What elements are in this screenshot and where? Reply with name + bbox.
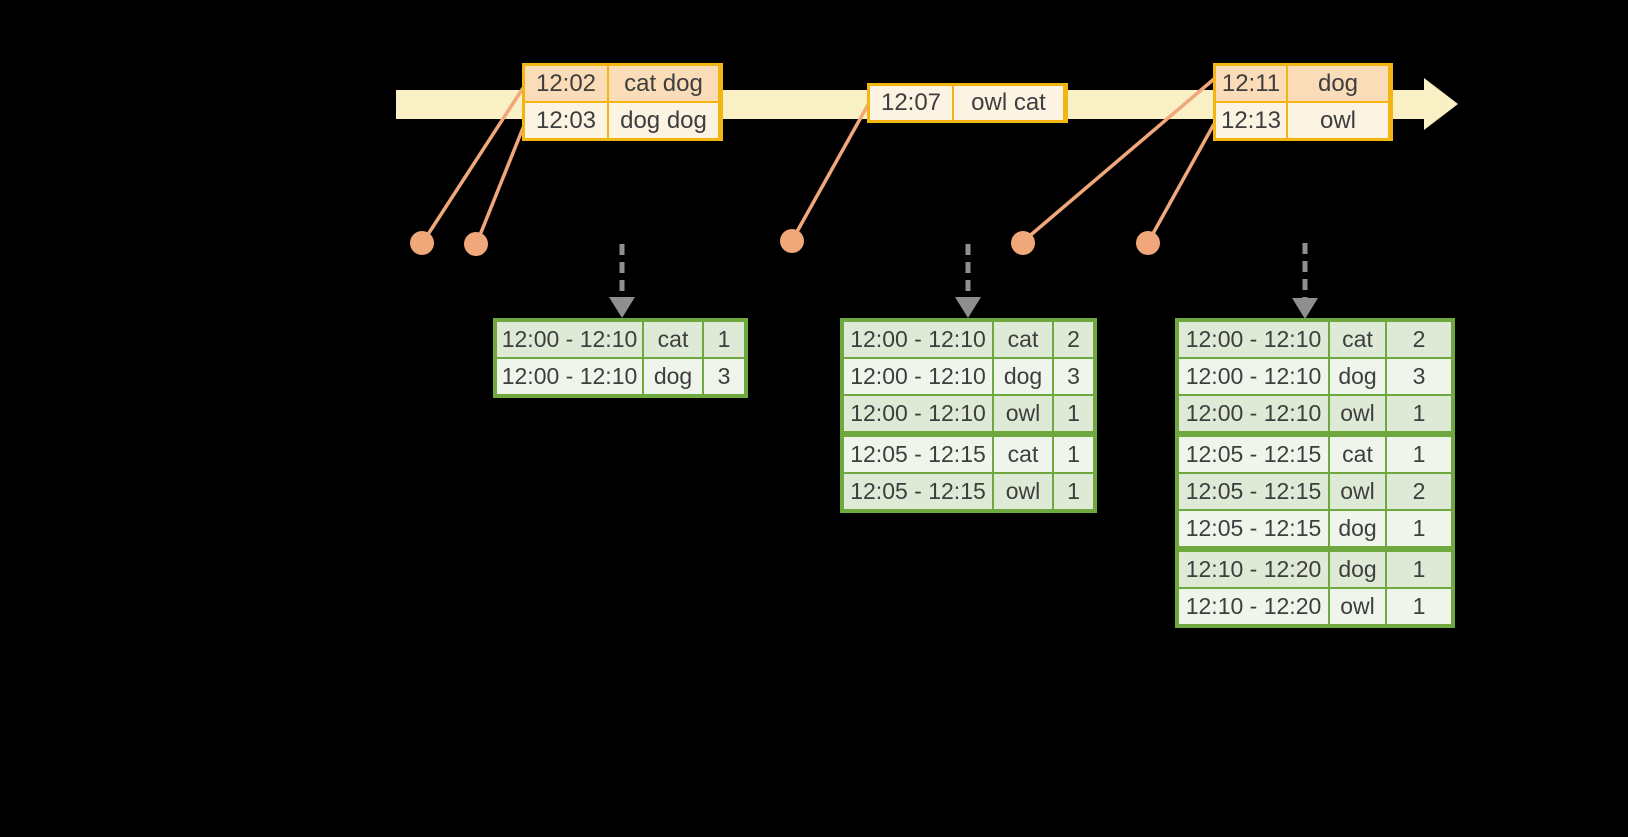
- event-row: 12:11 dog: [1216, 66, 1390, 101]
- event-time: 12:02: [525, 66, 607, 101]
- connector-line: [423, 87, 525, 240]
- word-cell: dog: [1330, 359, 1385, 394]
- word-cell: owl: [994, 474, 1052, 509]
- result-row: 12:00 - 12:10 dog 3: [497, 359, 744, 394]
- word-cell: dog: [644, 359, 702, 394]
- count-cell: 1: [1054, 396, 1093, 431]
- event-time: 12:03: [525, 103, 607, 138]
- count-cell: 1: [1387, 589, 1451, 624]
- event-dot: [1011, 231, 1035, 255]
- trigger-arrowhead-icon: [955, 297, 981, 318]
- event-words: dog dog: [609, 103, 718, 138]
- event-row: 12:07 owl cat: [870, 86, 1065, 120]
- result-row: 12:05 - 12:15 owl 1: [844, 474, 1093, 509]
- event-row: 12:02 cat dog: [525, 66, 720, 101]
- count-cell: 3: [704, 359, 744, 394]
- word-cell: dog: [1330, 511, 1385, 546]
- window-cell: 12:10 - 12:20: [1179, 552, 1328, 587]
- event-words: owl cat: [954, 86, 1063, 120]
- word-cell: cat: [644, 322, 702, 357]
- window-cell: 12:05 - 12:15: [1179, 437, 1328, 472]
- count-cell: 1: [1387, 437, 1451, 472]
- count-cell: 1: [704, 322, 744, 357]
- trigger-arrows: [609, 243, 1318, 319]
- window-cell: 12:05 - 12:15: [844, 437, 992, 472]
- trigger-arrowhead-icon: [1292, 298, 1318, 319]
- event-words: dog: [1288, 66, 1388, 101]
- window-cell: 12:00 - 12:10: [497, 359, 642, 394]
- result-row: 12:10 - 12:20 owl 1: [1179, 589, 1451, 624]
- window-cell: 12:00 - 12:10: [1179, 359, 1328, 394]
- result-row: 12:00 - 12:10 dog 3: [1179, 359, 1451, 394]
- event-dot: [1136, 231, 1160, 255]
- event-time: 12:11: [1216, 66, 1286, 101]
- count-cell: 1: [1054, 437, 1093, 472]
- trigger-arrowhead-icon: [609, 297, 635, 318]
- event-dot: [780, 229, 804, 253]
- word-cell: owl: [1330, 474, 1385, 509]
- window-cell: 12:00 - 12:10: [1179, 322, 1328, 357]
- window-cell: 12:00 - 12:10: [497, 322, 642, 357]
- event-dots: [410, 229, 1160, 256]
- event-connector-lines: [423, 77, 1216, 241]
- connector-line: [1148, 123, 1216, 240]
- result-row: 12:00 - 12:10 owl 1: [1179, 396, 1451, 431]
- event-time: 12:07: [870, 86, 952, 120]
- result-row: 12:10 - 12:20 dog 1: [1179, 552, 1451, 587]
- word-cell: owl: [994, 396, 1052, 431]
- result-row: 12:00 - 12:10 dog 3: [844, 359, 1093, 394]
- count-cell: 1: [1387, 396, 1451, 431]
- result-row: 12:00 - 12:10 owl 1: [844, 396, 1093, 431]
- window-cell: 12:00 - 12:10: [844, 396, 992, 431]
- connector-line: [476, 122, 527, 241]
- event-row: 12:13 owl: [1216, 103, 1390, 138]
- word-cell: cat: [1330, 437, 1385, 472]
- word-cell: owl: [1330, 589, 1385, 624]
- count-cell: 1: [1054, 474, 1093, 509]
- count-cell: 3: [1387, 359, 1451, 394]
- timeline-arrowhead-icon: [1424, 78, 1458, 130]
- window-cell: 12:10 - 12:20: [1179, 589, 1328, 624]
- result-row: 12:00 - 12:10 cat 2: [1179, 322, 1451, 357]
- event-words: cat dog: [609, 66, 718, 101]
- window-cell: 12:05 - 12:15: [844, 474, 992, 509]
- result-row: 12:05 - 12:15 dog 1: [1179, 511, 1451, 546]
- result-table-3: 12:00 - 12:10 cat 2 12:00 - 12:10 dog 3 …: [1175, 318, 1455, 628]
- result-row: 12:05 - 12:15 cat 1: [844, 437, 1093, 472]
- count-cell: 1: [1387, 552, 1451, 587]
- word-cell: owl: [1330, 396, 1385, 431]
- count-cell: 3: [1054, 359, 1093, 394]
- connector-line: [1024, 77, 1216, 241]
- event-dot: [410, 231, 434, 255]
- result-row: 12:00 - 12:10 cat 2: [844, 322, 1093, 357]
- count-cell: 2: [1054, 322, 1093, 357]
- result-row: 12:00 - 12:10 cat 1: [497, 322, 744, 357]
- result-table-1: 12:00 - 12:10 cat 1 12:00 - 12:10 dog 3: [493, 318, 748, 398]
- word-cell: cat: [994, 322, 1052, 357]
- result-row: 12:05 - 12:15 cat 1: [1179, 437, 1451, 472]
- event-table-early: 12:02 cat dog 12:03 dog dog: [522, 63, 723, 141]
- window-cell: 12:00 - 12:10: [844, 322, 992, 357]
- window-cell: 12:00 - 12:10: [1179, 396, 1328, 431]
- event-dot: [464, 232, 488, 256]
- window-cell: 12:05 - 12:15: [1179, 511, 1328, 546]
- window-cell: 12:05 - 12:15: [1179, 474, 1328, 509]
- window-cell: 12:00 - 12:10: [844, 359, 992, 394]
- event-time: 12:13: [1216, 103, 1286, 138]
- word-cell: cat: [994, 437, 1052, 472]
- count-cell: 2: [1387, 322, 1451, 357]
- event-table-middle: 12:07 owl cat: [867, 83, 1068, 123]
- count-cell: 1: [1387, 511, 1451, 546]
- connector-line: [792, 102, 871, 238]
- result-table-2: 12:00 - 12:10 cat 2 12:00 - 12:10 dog 3 …: [840, 318, 1097, 513]
- result-row: 12:05 - 12:15 owl 2: [1179, 474, 1451, 509]
- count-cell: 2: [1387, 474, 1451, 509]
- word-cell: cat: [1330, 322, 1385, 357]
- word-cell: dog: [1330, 552, 1385, 587]
- event-table-late: 12:11 dog 12:13 owl: [1213, 63, 1393, 141]
- word-cell: dog: [994, 359, 1052, 394]
- event-row: 12:03 dog dog: [525, 103, 720, 138]
- event-words: owl: [1288, 103, 1388, 138]
